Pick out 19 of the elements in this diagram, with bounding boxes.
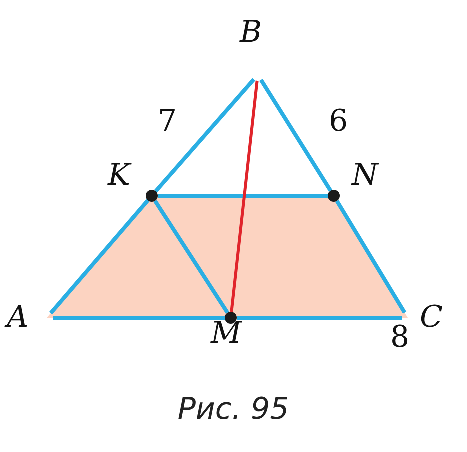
figure-caption: Рис. 95	[176, 392, 290, 427]
line-segment	[49, 199, 150, 315]
line-segment	[154, 200, 230, 314]
point-label: M	[211, 319, 242, 349]
line-segment	[53, 316, 225, 320]
point-label: A	[7, 303, 29, 333]
line-segment	[260, 79, 332, 192]
point-label: N	[352, 161, 378, 191]
line-segment	[230, 80, 259, 312]
point-label: B	[240, 18, 262, 48]
length-label: 8	[390, 323, 410, 353]
line-segment	[335, 200, 407, 314]
length-label: 7	[158, 106, 178, 136]
point-label: K	[108, 161, 130, 191]
line-segment	[158, 194, 328, 198]
line-segment	[237, 316, 402, 320]
line-segment	[154, 78, 256, 193]
point-label: C	[420, 303, 443, 333]
length-label: 6	[329, 106, 348, 136]
